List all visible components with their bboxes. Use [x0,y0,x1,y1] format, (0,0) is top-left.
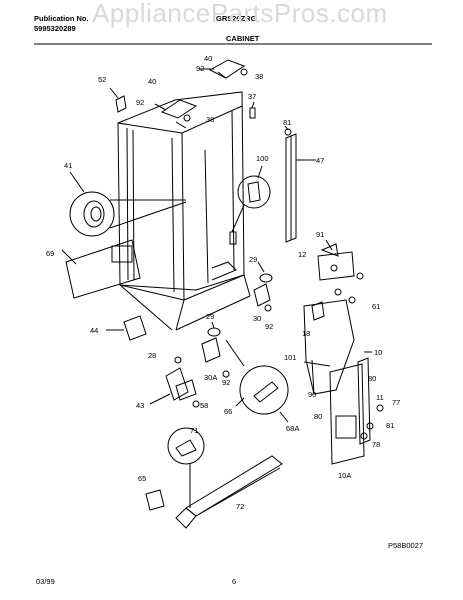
part-label: 10A [338,471,351,480]
part-label: 81 [386,421,394,430]
part-18 [311,301,325,321]
part-37 [249,107,256,119]
rail-12 [317,239,364,304]
detail-circle-66 [225,339,289,423]
part-label: 18 [302,329,310,338]
part-label: 10 [374,348,382,357]
plate-69 [61,239,141,299]
top-hinge-cabinet [154,99,198,129]
part-label: 37 [248,92,256,101]
part-label: 28 [148,351,156,360]
part-label: 58 [200,401,208,410]
bracket-90 [303,299,355,395]
footer-date: 03/99 [36,577,55,586]
part-label: 100 [256,154,269,163]
part-label: 40 [204,54,212,63]
part-label: 61 [372,302,380,311]
watermark: AppliancePartsPros.com [92,0,388,28]
screw-81-top [284,125,292,136]
cabinet-body [117,91,251,331]
screw-52 [109,87,127,113]
part-label: 68A [286,424,299,433]
part-label: 30 [253,314,261,323]
screw-92-lower [222,370,230,378]
hinge-assembly-43 [149,356,200,408]
detail-circle-100 [229,165,271,245]
grille-72 [175,455,283,529]
part-44 [106,315,147,341]
diagram-code: P58B0027 [388,541,424,550]
part-label: 80 [368,374,376,383]
part-label: 52 [98,75,106,84]
rod-101 [303,361,331,367]
part-label: 47 [316,156,324,165]
part-label: 101 [284,353,297,362]
insulation-roll-41 [69,171,187,237]
part-label: 90 [308,390,316,399]
publication-label: Publication No. [34,14,89,23]
part-label: 43 [136,401,144,410]
part-label: 78 [372,440,380,449]
footer-page: 6 [232,577,237,586]
part-label: 29 [249,255,257,264]
part-label: 69 [46,249,54,258]
part-label: 92 [136,98,144,107]
part-label: 72 [236,502,244,511]
part-label: 92 [265,322,273,331]
bracket-29-30-upper [253,261,273,312]
part-label: 30A [204,373,217,382]
strip-47 [285,133,316,243]
bracket-29-30-lower [201,321,221,363]
part-label: 80 [314,412,322,421]
part-label: 38 [206,115,214,124]
part-label: 92 [196,64,204,73]
part-65 [145,489,165,511]
part-label: 66 [224,407,232,416]
part-label: 29 [206,312,214,321]
detail-circle-71 [167,427,205,508]
part-label: 44 [90,326,98,335]
part-label: 81 [283,118,291,127]
callout-labels: 40 92 38 52 40 92 37 38 81 41 100 47 69 … [46,54,400,511]
section-title: CABINET [226,34,260,43]
part-label: 38 [255,72,263,81]
top-hinge-upper [199,59,248,79]
panel-10 [329,351,384,465]
part-label: 65 [138,474,146,483]
part-label: 12 [298,250,306,259]
part-label: 11 [376,393,384,402]
model-number: GRS26ZRG [216,14,257,23]
part-label: 77 [392,398,400,407]
part-label: 40 [148,77,156,86]
part-label: 71 [190,426,198,435]
part-label: 41 [64,161,72,170]
publication-number: 5995320289 [34,24,76,33]
part-label: 92 [222,378,230,387]
part-label: 91 [316,230,324,239]
